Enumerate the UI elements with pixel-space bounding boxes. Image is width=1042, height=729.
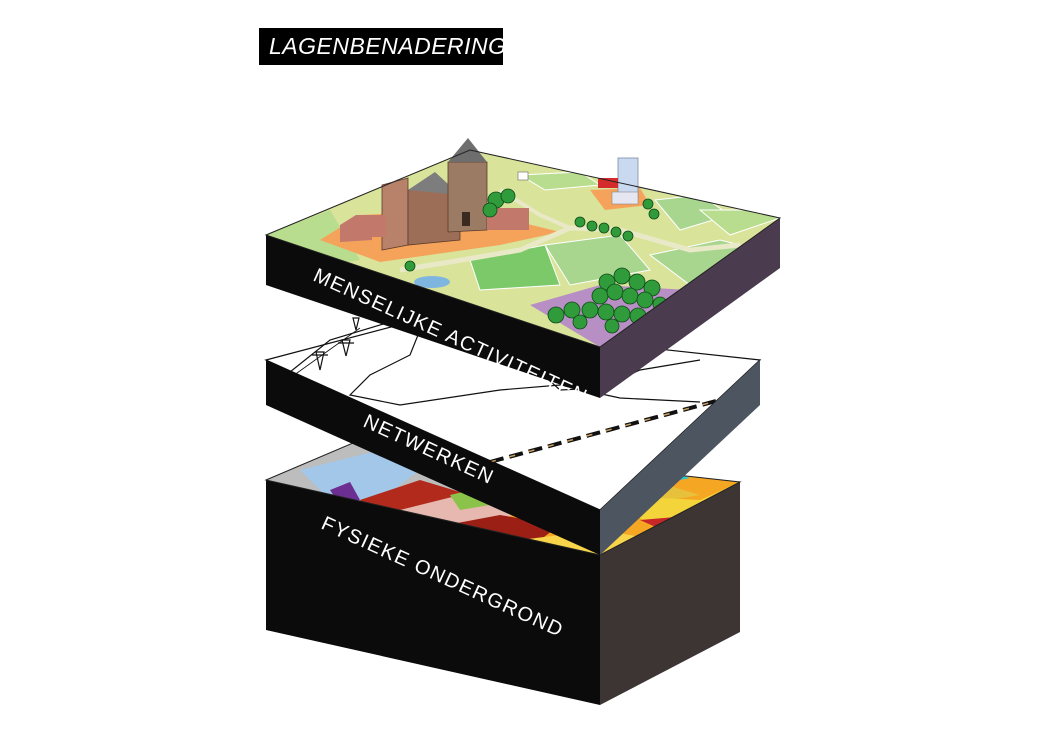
diagram-title: LAGENBENADERING — [259, 28, 506, 65]
church-icon — [340, 138, 529, 251]
building-icon — [517, 157, 639, 205]
layer-human-activities: MENSELIJKE ACTIVITEITEN — [264, 138, 782, 409]
power-pylon-icon — [289, 317, 361, 379]
